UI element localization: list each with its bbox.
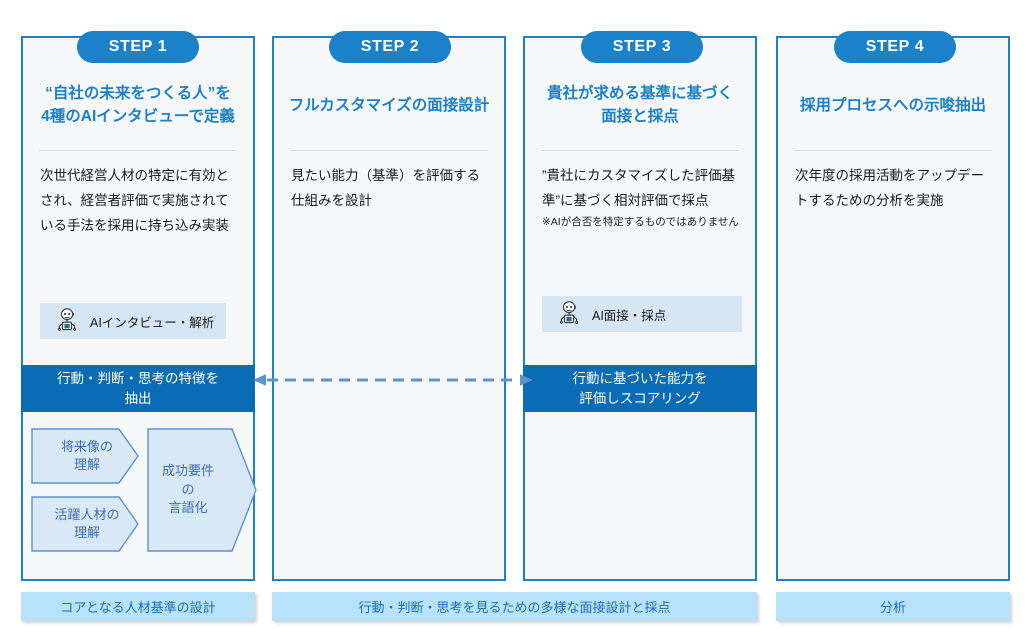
step-1-band-line1: 行動・判断・思考の特徴を	[57, 370, 219, 386]
step-panel-3: 貴社が求める基準に基づく 面接と採点 ”貴社にカスタマイズした評価基準”に基づく…	[523, 36, 757, 581]
step-3-note: ※AIが合否を特定するものではありません	[542, 215, 739, 228]
chevron-group: 将来像の 理解 活躍人材の 理解 成功要件 の	[31, 428, 257, 556]
step-3-heading-line2: 面接と採点	[601, 108, 679, 126]
dashed-double-arrow-connector	[253, 373, 533, 387]
step-2-divider	[290, 150, 488, 151]
chevron-3-line2: の	[181, 481, 195, 497]
step-1-ai-chip: AIインタビュー・解析	[40, 303, 226, 339]
step-1-divider	[39, 150, 237, 151]
step-1-chip-label: AIインタビュー・解析	[90, 315, 215, 330]
step-2-heading: フルカスタマイズの面接設計	[274, 94, 504, 117]
step-1-heading-line1: “自社の未来をつくる人”を	[45, 85, 231, 102]
step-3-divider	[541, 150, 739, 151]
step-3-body-text: ”貴社にカスタマイズした評価基準”に基づく相対評価で採点	[542, 168, 736, 208]
footer-bar-core-standard: コアとなる人材基準の設計	[21, 592, 255, 621]
step-4-body: 次年度の採用活動をアップデートするための分析を実施	[795, 168, 984, 208]
chevron-1-line2: 理解	[73, 457, 100, 472]
step-pill-4: STEP 4	[834, 31, 956, 63]
step-pill-1: STEP 1	[77, 31, 199, 63]
step-3-ai-chip: AI面接・採点	[542, 296, 742, 332]
chevron-2-line1: 活躍人材の	[54, 506, 120, 522]
step-3-heading: 貴社が求める基準に基づく 面接と採点	[525, 82, 755, 129]
step-4-heading: 採用プロセスへの示唆抽出	[778, 94, 1008, 117]
step-1-heading: “自社の未来をつくる人”を 4種のAIインタビューで定義	[23, 82, 253, 129]
chevron-3-line3: 言語化	[168, 500, 208, 516]
step-pill-2: STEP 2	[329, 31, 451, 63]
step-2-body: 見たい能力（基準）を評価する仕組みを設計	[291, 168, 480, 208]
step-1-band-line2: 抽出	[124, 390, 152, 406]
step-3-band-line1: 行動に基づいた能力を	[572, 370, 708, 386]
footer-bar-interview-design: 行動・判断・思考を見るための多様な面接設計と採点	[272, 592, 757, 621]
footer-bar-analysis: 分析	[776, 592, 1010, 621]
chevron-2-line2: 理解	[73, 525, 100, 540]
chevron-1-line1: 将来像の	[60, 438, 113, 454]
step-1-heading-line2: 4種のAIインタビューで定義	[41, 108, 235, 126]
step-3-heading-line1: 貴社が求める基準に基づく	[546, 85, 733, 102]
step-2-heading-line1: フルカスタマイズの面接設計	[288, 97, 490, 114]
step-pill-3: STEP 3	[581, 31, 703, 63]
chevron-success-criteria: 成功要件 の 言語化	[147, 428, 257, 552]
step-panel-2: フルカスタマイズの面接設計 見たい能力（基準）を評価する仕組みを設計	[272, 36, 506, 581]
robot-icon	[556, 299, 582, 330]
chevron-3-line1: 成功要件	[161, 463, 214, 479]
chevron-talent-understanding: 活躍人材の 理解	[31, 496, 139, 552]
robot-icon	[54, 306, 80, 337]
chevron-future-image: 将来像の 理解	[31, 428, 139, 484]
step-panel-4: 採用プロセスへの示唆抽出 次年度の採用活動をアップデートするための分析を実施	[776, 36, 1010, 581]
step-3-outcome-band: 行動に基づいた能力を 評価しスコアリング	[523, 365, 757, 412]
step-3-chip-label: AI面接・採点	[592, 308, 667, 323]
step-3-body: ”貴社にカスタマイズした評価基準”に基づく相対評価で採点 ※AIが合否を特定する…	[542, 164, 741, 231]
step-1-outcome-band: 行動・判断・思考の特徴を 抽出	[21, 365, 255, 412]
step-1-body: 次世代経営人材の特定に有効とされ、経営者評価で実施されている手法を採用に持ち込み…	[40, 168, 229, 233]
step-4-divider	[794, 150, 992, 151]
step-4-heading-line1: 採用プロセスへの示唆抽出	[799, 97, 986, 114]
step-panel-1: “自社の未来をつくる人”を 4種のAIインタビューで定義 次世代経営人材の特定に…	[21, 36, 257, 581]
step-3-band-line2: 評価しスコアリング	[579, 390, 701, 406]
